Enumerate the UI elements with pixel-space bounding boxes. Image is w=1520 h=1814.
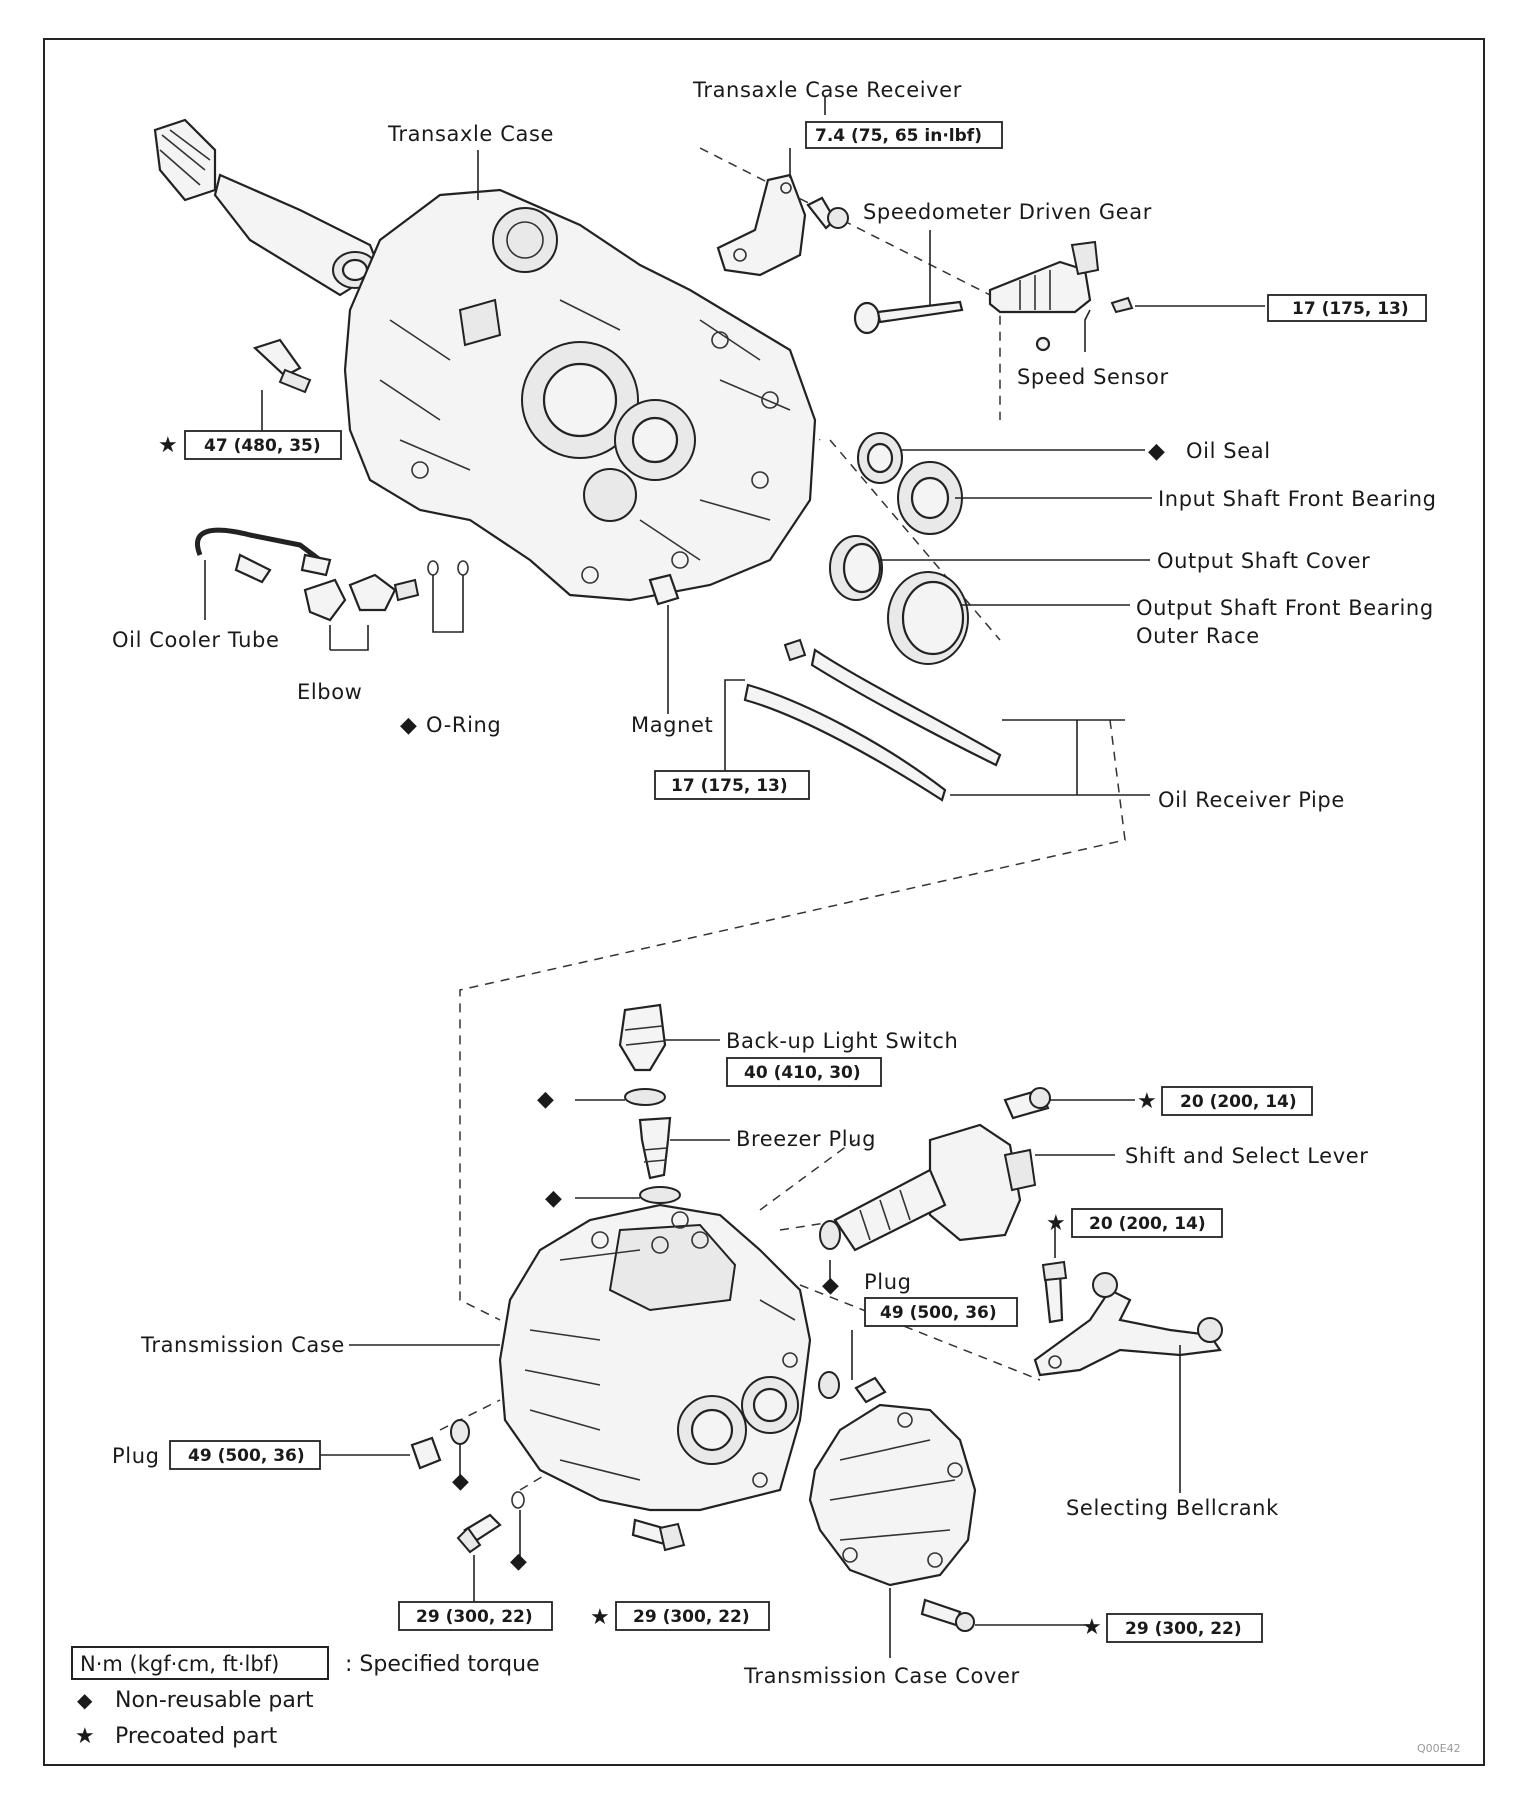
legend-non-reusable: Non-reusable part [115, 1688, 314, 1713]
plug-left-part [410, 1419, 470, 1470]
legend-unit-box: N·m (kgf·cm, ft·lbf) [80, 1652, 279, 1676]
label-backup-light-switch: Back-up Light Switch [726, 1029, 958, 1053]
transaxle-case-part [343, 188, 817, 602]
label-transaxle-case-receiver: Transaxle Case Receiver [692, 78, 962, 102]
label-o-ring: O-Ring [426, 713, 501, 737]
speed-sensor-part [988, 240, 1134, 352]
label-oil-cooler-tube: Oil Cooler Tube [112, 628, 280, 652]
torque-case-bolt-left: 29 (300, 22) [416, 1607, 533, 1627]
torque-speed-sensor-bolt: 17 (175, 13) [1292, 299, 1409, 319]
precoated-icon: ★ [158, 433, 178, 458]
non-reusable-icon: ◆ [400, 713, 417, 738]
case-bolt-mid-part [631, 1518, 686, 1552]
precoated-icon: ★ [1137, 1089, 1157, 1114]
precoated-icon: ★ [590, 1605, 610, 1630]
case-bolt-left-part [456, 1491, 525, 1554]
torque-case-receiver: 7.4 (75, 65 in·lbf) [815, 126, 982, 146]
precoated-icon: ★ [1082, 1615, 1102, 1640]
case-cover-bolt-part [920, 1598, 975, 1632]
label-speedometer-driven-gear: Speedometer Driven Gear [863, 200, 1152, 224]
legend-precoated: Precoated part [115, 1724, 278, 1749]
label-breezer-plug: Breezer Plug [736, 1127, 876, 1151]
legend: N·m (kgf·cm, ft·lbf) : Specified torque … [71, 1646, 540, 1749]
case-bolt-47 [252, 338, 312, 394]
label-oil-seal: Oil Seal [1186, 439, 1271, 463]
elbow-part [303, 573, 420, 622]
label-plug-right: Plug [864, 1270, 912, 1294]
legend-unit-desc: : Specified torque [345, 1652, 540, 1677]
torque-shift-lever-lower: 20 (200, 14) [1089, 1214, 1206, 1234]
label-transmission-case-cover: Transmission Case Cover [743, 1664, 1020, 1688]
breezer-plug-part [638, 1116, 681, 1204]
legend-diamond-icon: ◆ [77, 1688, 93, 1712]
label-output-shaft-cover: Output Shaft Cover [1157, 549, 1370, 573]
label-selecting-bellcrank: Selecting Bellcrank [1066, 1496, 1279, 1520]
magnet-part [648, 573, 680, 606]
non-reusable-icon: ◆ [452, 1469, 469, 1494]
oil-seal-part [857, 432, 903, 484]
label-oil-receiver-pipe: Oil Receiver Pipe [1158, 788, 1345, 812]
label-input-shaft-front-bearing: Input Shaft Front Bearing [1158, 487, 1437, 511]
label-elbow: Elbow [297, 680, 362, 704]
transmission-case-cover-part [808, 1403, 977, 1587]
torque-backup-light-switch: 40 (410, 30) [744, 1063, 861, 1083]
label-output-shaft-front-bearing: Output Shaft Front Bearing [1136, 596, 1434, 620]
release-fork-boot [153, 118, 382, 297]
non-reusable-icon: ◆ [822, 1273, 839, 1298]
bellcrank-bolt [1041, 1260, 1068, 1324]
label-shift-select-lever: Shift and Select Lever [1125, 1144, 1368, 1168]
plug-right-part [818, 1371, 887, 1404]
label-transmission-case: Transmission Case [140, 1333, 345, 1357]
label-plug-left: Plug [112, 1444, 160, 1468]
legend-star-icon: ★ [75, 1724, 95, 1749]
footer-code: Q00E42 [1417, 1742, 1461, 1755]
output-bearing-race-part [887, 571, 969, 665]
label-transaxle-case: Transaxle Case [387, 122, 554, 146]
o-ring-part [427, 560, 469, 576]
torque-shift-lever-upper: 20 (200, 14) [1180, 1092, 1297, 1112]
torque-case-bolt-mid: 29 (300, 22) [633, 1607, 750, 1627]
torque-specs: 7.4 (75, 65 in·lbf) 17 (175, 13) 47 (480… [169, 121, 1427, 1643]
input-shaft-bearing-part [897, 461, 963, 535]
non-reusable-icon: ◆ [545, 1186, 562, 1211]
selecting-bellcrank-part [1033, 1272, 1223, 1377]
non-reusable-icon: ◆ [537, 1087, 554, 1112]
part-symbols: ◆ ◆ ◆ ◆ ◆ ◆ ◆ ★ ★ ★ ★ ★ [158, 433, 1165, 1640]
transaxle-case-receiver-part [716, 173, 849, 277]
shift-lever-bolt [1003, 1087, 1051, 1120]
output-shaft-cover-part [829, 535, 883, 601]
torque-plug-right: 49 (500, 36) [880, 1303, 997, 1323]
label-speed-sensor: Speed Sensor [1017, 365, 1169, 389]
transmission-case-part [498, 1203, 812, 1512]
diagram-frame [43, 38, 1485, 1766]
torque-transaxle-case-bolt: 47 (480, 35) [204, 436, 321, 456]
torque-oil-receiver-pipe: 17 (175, 13) [671, 776, 788, 796]
oil-cooler-tube-part [195, 527, 332, 584]
non-reusable-icon: ◆ [1148, 439, 1165, 464]
torque-case-cover-bolt: 29 (300, 22) [1125, 1619, 1242, 1639]
oil-receiver-pipe-part [743, 638, 1002, 802]
label-outer-race: Outer Race [1136, 624, 1260, 648]
shift-select-lever-part [819, 1123, 1037, 1252]
part-labels: Transaxle Case Receiver Transaxle Case S… [112, 78, 1437, 1688]
non-reusable-icon: ◆ [510, 1549, 527, 1574]
speedometer-driven-gear-part [853, 300, 964, 335]
label-magnet: Magnet [631, 713, 713, 737]
precoated-icon: ★ [1046, 1211, 1066, 1236]
torque-plug-left: 49 (500, 36) [188, 1446, 305, 1466]
backup-light-switch-part [618, 1003, 667, 1106]
